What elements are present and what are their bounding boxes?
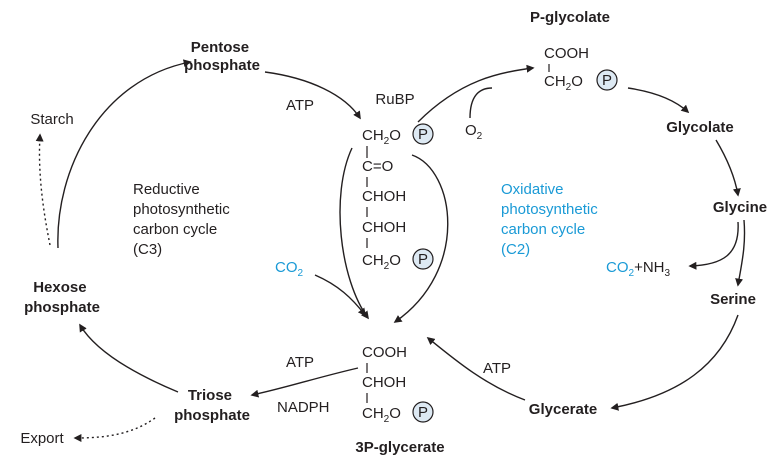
- svg-text:P: P: [418, 404, 428, 421]
- arrow-triose-to-export: [73, 417, 156, 442]
- arrow-glycerate-to-3pg: [426, 336, 526, 401]
- o2-label: O2: [465, 122, 483, 142]
- pentose-phosphate-label: Pentose phosphate: [184, 39, 260, 74]
- svg-text:CH2O: CH2O: [362, 127, 401, 147]
- atp-right-label: ATP: [483, 360, 511, 377]
- 3pg-structure: COOH CHOH CH2O P: [362, 344, 434, 425]
- arrow-glycine-to-serine: [735, 219, 746, 287]
- phosphate-rubp-top: [412, 123, 434, 145]
- svg-text:P: P: [418, 126, 428, 143]
- svg-text:CH2O: CH2O: [362, 252, 401, 272]
- phosphate-3pg: [412, 401, 434, 423]
- arrow-glycolate-to-glycine: [715, 139, 741, 197]
- co2-left-label: CO2: [275, 259, 304, 279]
- glycerate-label: Glycerate: [529, 401, 597, 418]
- svg-text:P: P: [418, 251, 428, 268]
- arrow-3pg-to-triose: [250, 367, 359, 398]
- svg-text:COOH: COOH: [544, 45, 589, 62]
- rubp-structure: CH2O P C=O CHOH CHOH CH2O P: [362, 123, 434, 272]
- phosphate-rubp-bottom: [412, 248, 434, 270]
- arrow-o2-input: [469, 87, 493, 119]
- svg-text:CHOH: CHOH: [362, 219, 406, 236]
- svg-text:P: P: [602, 72, 612, 89]
- starch-label: Starch: [30, 111, 73, 128]
- reductive-cycle-label: Reductive photosynthetic carbon cycle (C…: [133, 181, 234, 258]
- hexose-phosphate-label: Hexose phosphate: [24, 279, 100, 316]
- arrow-pglycolate-to-glycolate: [627, 87, 690, 114]
- svg-text:C=O: C=O: [362, 158, 393, 175]
- triose-phosphate-label: Triose phosphate: [174, 387, 250, 424]
- arrow-serine-to-glycerate: [610, 314, 739, 411]
- arrow-rubp-to-pglycolate: [417, 64, 535, 123]
- svg-text:CH2O: CH2O: [544, 73, 583, 93]
- svg-text:COOH: COOH: [362, 344, 407, 361]
- svg-text:CHOH: CHOH: [362, 188, 406, 205]
- glycine-label: Glycine: [713, 199, 767, 216]
- nadph-label: NADPH: [277, 399, 330, 416]
- oxidative-cycle-label: Oxidative photosynthetic carbon cycle (C…: [501, 181, 602, 258]
- glycolate-label: Glycolate: [666, 119, 734, 136]
- export-label: Export: [20, 430, 64, 447]
- arrow-co2-to-3pg: [314, 274, 366, 317]
- p-glycolate-label: P-glycolate: [530, 9, 610, 26]
- p-glycolate-structure: COOH CH2O P: [544, 45, 618, 93]
- arrow-pentose-to-rubp: [264, 71, 361, 120]
- arrow-rubp-to-3pg-left: [339, 147, 369, 320]
- arrow-triose-to-hexose: [79, 323, 179, 393]
- atp-top-label: ATP: [286, 97, 314, 114]
- arrow-hexose-to-pentose: [57, 59, 192, 249]
- atp-bottom-left-label: ATP: [286, 354, 314, 371]
- co2-nh3-label: CO2+NH3: [606, 259, 671, 279]
- arrow-hexose-to-starch: [35, 133, 51, 246]
- serine-label: Serine: [710, 291, 756, 308]
- arrow-rubp-to-3pg-right: [393, 154, 449, 323]
- rubp-label: RuBP: [375, 91, 414, 108]
- arrow-glycine-to-co2nh3: [688, 221, 739, 270]
- svg-text:CH2O: CH2O: [362, 405, 401, 425]
- svg-text:CHOH: CHOH: [362, 374, 406, 391]
- phosphate-pglycolate: [596, 69, 618, 91]
- 3p-glycerate-label: 3P-glycerate: [355, 439, 444, 456]
